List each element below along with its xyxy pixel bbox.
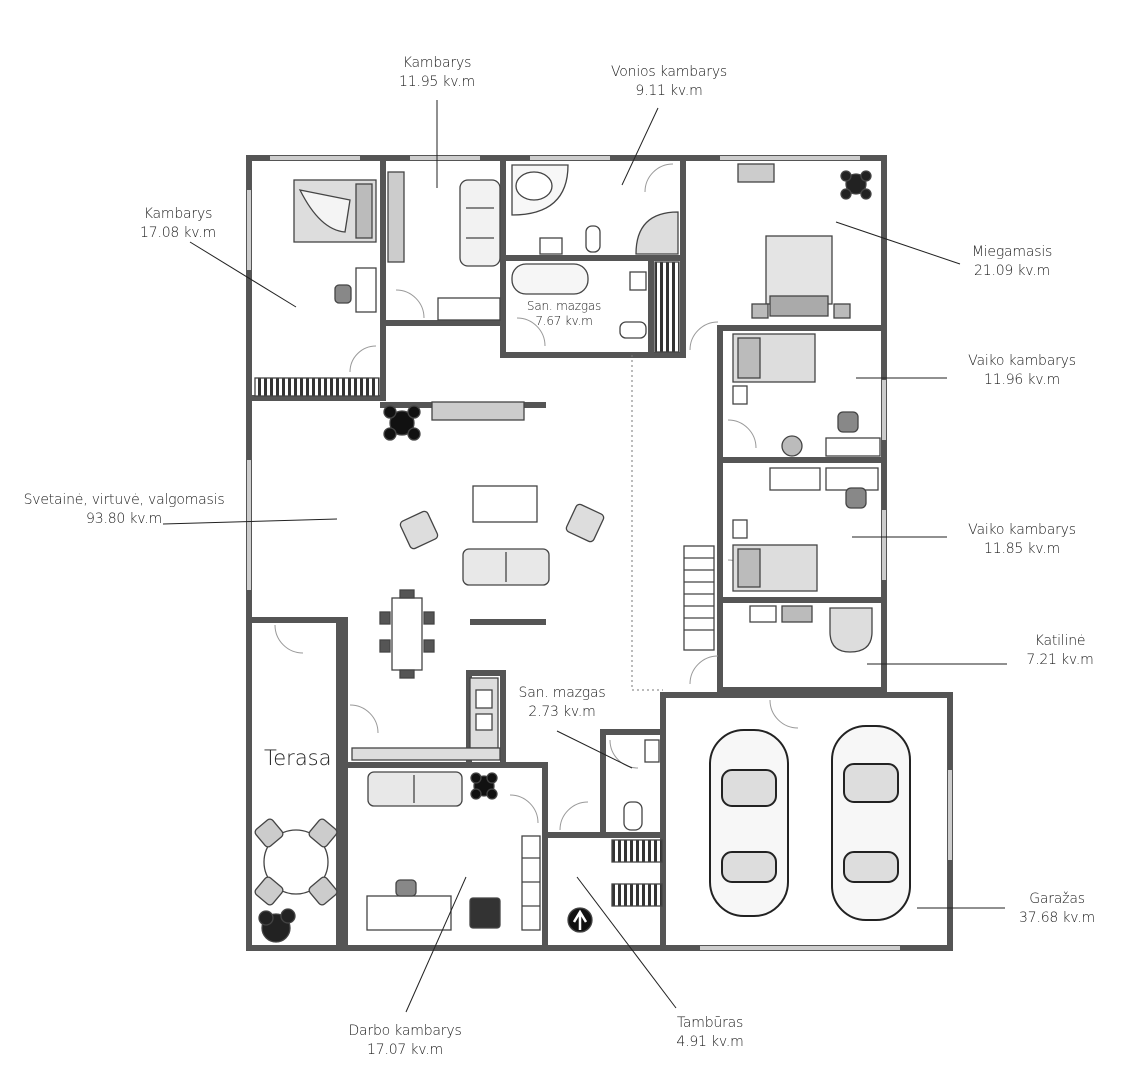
- sofa-icon: [459, 179, 501, 267]
- terrace-label: Terasa: [264, 746, 332, 770]
- car-icon: [709, 729, 789, 917]
- dashed-outline: [631, 355, 663, 691]
- leader-lines: [162, 100, 1007, 1013]
- armchair-icon: [399, 510, 439, 550]
- desk-icon: [366, 895, 452, 931]
- desk-icon: [825, 437, 881, 457]
- terrace-chair-icon: [254, 818, 338, 906]
- kitchen-counter-icon: [469, 677, 499, 749]
- dining-chair-icon: [379, 589, 435, 679]
- plant-icon: [840, 170, 872, 200]
- boiler-icon: [829, 607, 873, 653]
- windows: [247, 156, 952, 950]
- coffee-table-icon: [472, 485, 538, 523]
- hatch-shelf-icon: [254, 377, 380, 397]
- bed-icon: [765, 235, 833, 305]
- plant-icon: [383, 405, 421, 441]
- wardrobe-icon: [387, 171, 405, 263]
- toilet-icon: [623, 801, 643, 831]
- desk-icon: [825, 467, 879, 491]
- printer-icon: [469, 897, 501, 929]
- tv-unit-icon: [431, 401, 525, 421]
- car-icon: [831, 725, 911, 921]
- furniture: [254, 163, 911, 943]
- chair-icon: [334, 284, 352, 304]
- dining-table-icon: [391, 597, 423, 671]
- doors: [274, 163, 799, 831]
- chair-icon: [395, 879, 417, 897]
- wardrobe-hatch-icon: [654, 261, 680, 353]
- stairs-icon: [683, 545, 715, 651]
- kitchen-counter-icon: [351, 747, 501, 761]
- round-table-icon: [263, 829, 329, 895]
- desk-icon: [769, 467, 821, 491]
- shelf-icon: [521, 835, 541, 931]
- ball-icon: [781, 435, 803, 457]
- wardrobe-hatch-icon: [611, 839, 663, 863]
- tv-icon: [737, 163, 775, 183]
- sink-icon: [635, 211, 679, 255]
- desk-icon: [355, 267, 377, 313]
- sofa-icon: [367, 771, 463, 807]
- chair-icon: [837, 411, 859, 433]
- bathtub-icon: [511, 263, 589, 295]
- plant-icon: [470, 772, 498, 800]
- bush-icon: [258, 908, 296, 943]
- chair-icon: [845, 487, 867, 509]
- toilet-icon: [585, 225, 601, 253]
- armchair-icon: [565, 503, 605, 543]
